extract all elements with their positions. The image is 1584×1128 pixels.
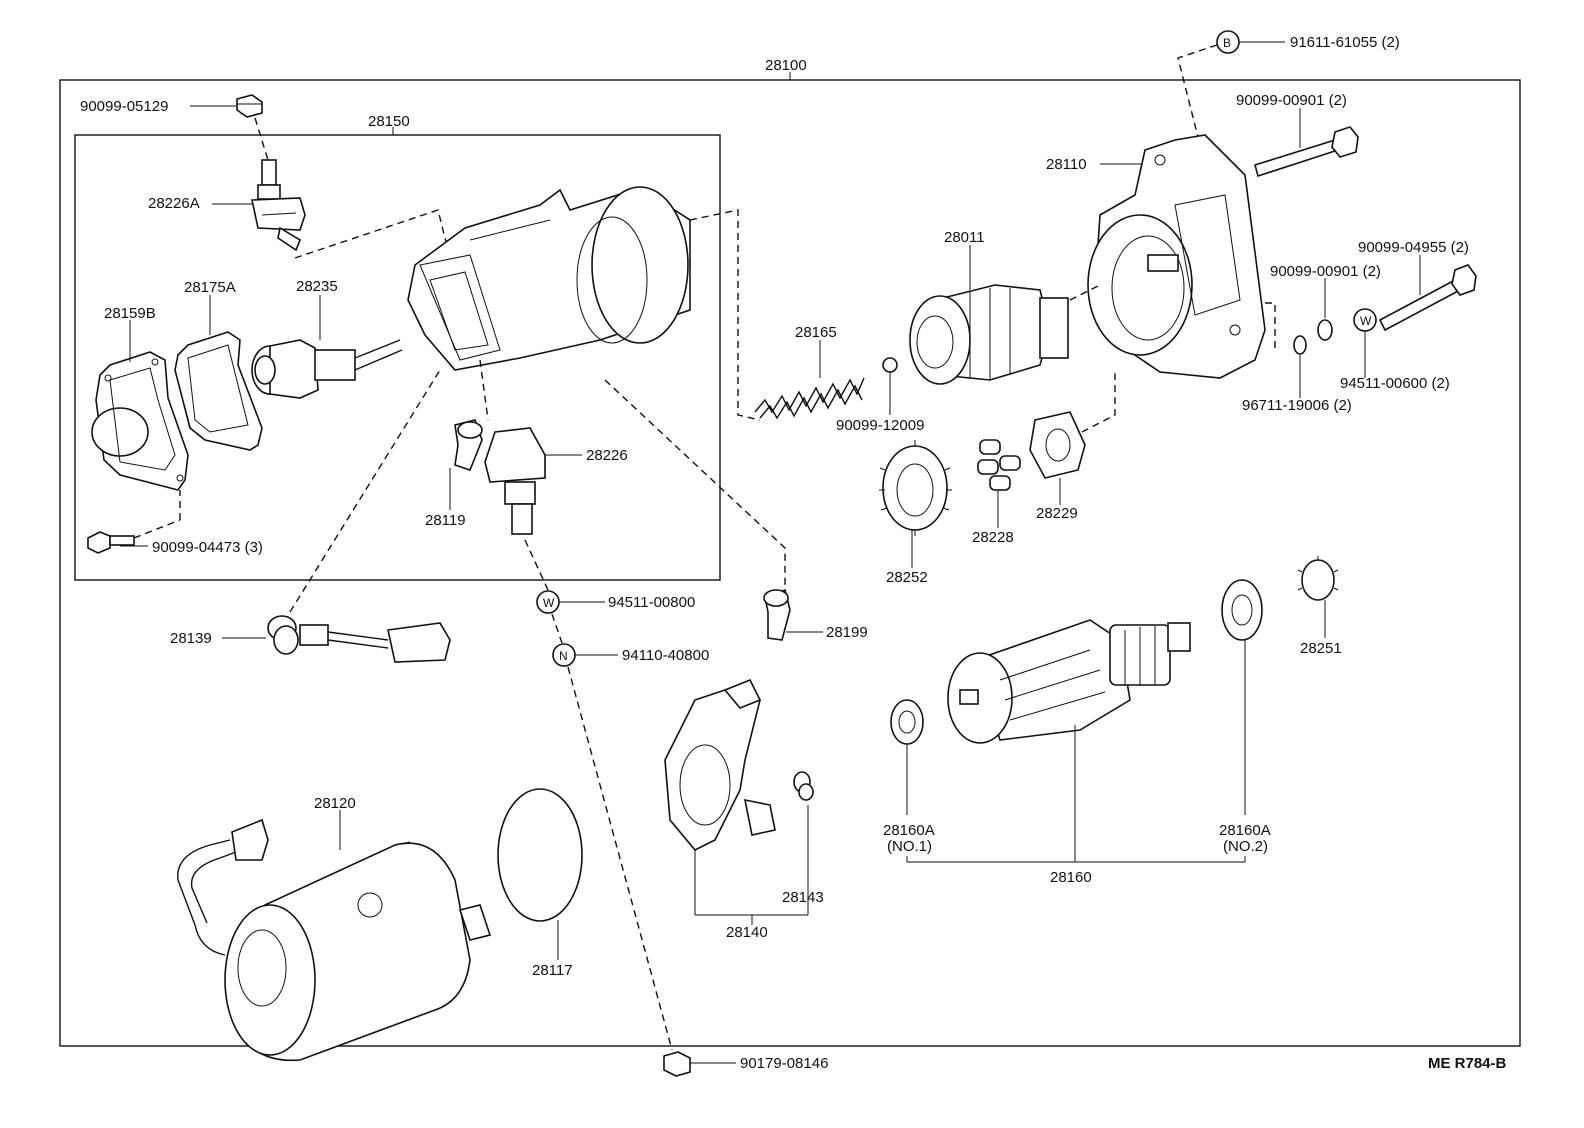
nut-90179-08146 xyxy=(663,1051,691,1077)
housing-28150 xyxy=(407,186,691,371)
label-28143: 28143 xyxy=(782,889,824,906)
label-94511-00600: 94511-00600 (2) xyxy=(1340,375,1450,392)
label-91611-61055: 91611-61055 (2) xyxy=(1290,34,1400,51)
label-28228: 28228 xyxy=(972,529,1014,546)
retainer-28229 xyxy=(1029,411,1086,479)
o-ring-28117 xyxy=(497,788,583,922)
label-28100: 28100 xyxy=(765,57,807,74)
reference-code: ME R784-B xyxy=(1428,1055,1507,1072)
terminal-28226A xyxy=(251,159,306,252)
svg-text:W: W xyxy=(1360,314,1372,328)
label-90099-00901-top: 90099-00901 (2) xyxy=(1236,92,1347,109)
brush-holder-28140 xyxy=(664,678,776,851)
bolt-symbol-91611-61055: B xyxy=(1216,30,1240,54)
terminal-28226 xyxy=(484,427,546,535)
label-96711-19006: 96711-19006 (2) xyxy=(1242,397,1352,414)
label-28160: 28160 xyxy=(1050,869,1092,886)
clutch-28011 xyxy=(909,284,1069,385)
label-28160A-no1-sub: (NO.1) xyxy=(887,838,932,855)
label-28140: 28140 xyxy=(726,924,768,941)
spring-28143 xyxy=(793,771,814,801)
washer-96711-19006 xyxy=(1293,335,1307,355)
nut-symbol-94110-40800: N xyxy=(552,643,576,667)
gasket-28175A xyxy=(174,331,263,451)
bearing-28160A-no2 xyxy=(1221,579,1263,641)
label-90179-08146: 90179-08146 xyxy=(740,1055,828,1072)
bolt-90099-00901-top xyxy=(1254,126,1359,178)
label-94110-40800: 94110-40800 xyxy=(622,647,709,664)
label-28229: 28229 xyxy=(1036,505,1078,522)
label-28199: 28199 xyxy=(826,624,868,641)
label-28160A-no2-sub: (NO.2) xyxy=(1223,838,1268,855)
label-90099-12009: 90099-12009 xyxy=(836,417,924,434)
label-90099-05129: 90099-05129 xyxy=(80,98,168,115)
label-28251: 28251 xyxy=(1300,640,1342,657)
label-28226A: 28226A xyxy=(148,195,200,212)
nut-90099-05129 xyxy=(236,94,263,118)
label-28235: 28235 xyxy=(296,278,338,295)
label-28139: 28139 xyxy=(170,630,212,647)
cover-28159B xyxy=(91,351,189,491)
screw-90099-04473 xyxy=(87,531,135,554)
bolt-90099-04955 xyxy=(1378,264,1477,332)
bolt-28199 xyxy=(763,588,791,641)
yoke-28120 xyxy=(177,818,492,1062)
washer-90099-00901 xyxy=(1317,319,1333,341)
rollers-28228 xyxy=(977,439,1021,491)
svg-text:B: B xyxy=(1223,36,1231,50)
label-28159B: 28159B xyxy=(104,305,156,322)
pinion-28251 xyxy=(1297,556,1339,601)
label-28110: 28110 xyxy=(1046,156,1087,173)
label-28175A: 28175A xyxy=(184,279,236,296)
plunger-28235 xyxy=(251,339,403,399)
label-28117: 28117 xyxy=(532,962,573,979)
lever-28119 xyxy=(454,419,483,471)
washer-symbol-94511-00600: W xyxy=(1353,308,1377,332)
label-28160A-no2: 28160A xyxy=(1219,822,1271,839)
subassembly-frame-28150 xyxy=(74,134,721,581)
armature-28160 xyxy=(947,619,1191,744)
label-90099-04955: 90099-04955 (2) xyxy=(1358,239,1469,256)
gear-28252 xyxy=(879,440,952,536)
lead-wire-28139 xyxy=(267,615,451,663)
svg-text:W: W xyxy=(543,596,555,610)
label-28119: 28119 xyxy=(425,512,466,529)
label-28120: 28120 xyxy=(314,795,356,812)
label-90099-00901-right: 90099-00901 (2) xyxy=(1270,263,1381,280)
ball-90099-12009 xyxy=(882,357,898,373)
label-28165: 28165 xyxy=(795,324,837,341)
housing-28110 xyxy=(1087,134,1266,379)
label-94511-00800: 94511-00800 xyxy=(608,594,695,611)
label-28160A-no1: 28160A xyxy=(883,822,935,839)
bearing-28160A-no1 xyxy=(890,699,924,745)
label-28226: 28226 xyxy=(586,447,628,464)
label-90099-04473: 90099-04473 (3) xyxy=(152,539,263,556)
svg-text:N: N xyxy=(559,649,568,663)
washer-symbol-94511-00800: W xyxy=(536,590,560,614)
spring-28165 xyxy=(754,377,865,420)
label-28150: 28150 xyxy=(368,113,410,130)
label-28252: 28252 xyxy=(886,569,928,586)
label-28011: 28011 xyxy=(944,229,985,246)
